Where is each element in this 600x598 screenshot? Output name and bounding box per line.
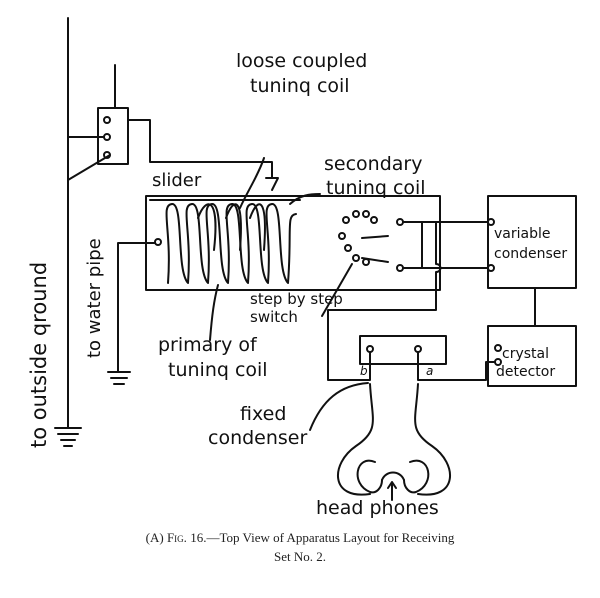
label-head-phones: head phones <box>316 497 439 519</box>
head-phones-arrow <box>387 481 397 501</box>
wire-to-fixed-condenser <box>327 295 437 381</box>
switch-to-tuner-wire <box>127 119 273 179</box>
step-switch-leader <box>321 263 353 317</box>
switch-to-water-pipe-jumper <box>67 154 111 181</box>
label-condenser-variable: condenser <box>494 246 567 262</box>
leader-loose-coupled <box>239 157 265 209</box>
leader-fixed-condenser <box>309 382 369 431</box>
label-to-water-pipe: to water pipe <box>84 238 105 358</box>
label-fixed: fixed <box>240 403 286 425</box>
water-pipe-ground-symbol <box>107 371 131 385</box>
secondary-coil-winding <box>197 203 266 251</box>
head-phone-band <box>381 471 405 481</box>
variable-condenser-terminal-2 <box>487 264 495 272</box>
label-condenser-fixed: condenser <box>208 427 307 449</box>
label-tuning-coil-primary: tuninq coil <box>168 359 268 381</box>
tuner-terminal-left <box>154 238 162 246</box>
crystal-detector-box <box>487 325 577 387</box>
leader-primary <box>209 284 219 341</box>
label-terminal-a: a <box>426 364 433 378</box>
figure-caption-line-2: Set No. 2. <box>0 549 600 565</box>
step-switch-contacts <box>338 210 378 266</box>
tuning-coil-box <box>145 195 441 291</box>
fixed-condenser-terminal-b <box>366 345 374 353</box>
label-detector: detector <box>496 364 555 380</box>
fixed-condenser-box <box>359 335 447 365</box>
step-switch-arm <box>361 235 389 263</box>
variable-condenser-box <box>487 195 577 289</box>
head-phone-earpiece-left <box>356 459 383 494</box>
outside-ground-symbol <box>54 427 82 447</box>
label-slider: slider <box>152 170 202 191</box>
switch-terminal-1 <box>103 116 111 124</box>
label-loose-coupled: loose coupled <box>236 50 367 72</box>
primary-coil-winding <box>165 203 297 284</box>
label-tuning-coil-secondary: tuninq coil <box>326 177 426 199</box>
caption-line-2: Set No. 2. <box>274 549 326 564</box>
detector-terminal-top <box>494 344 502 352</box>
wire-a-to-detector <box>417 351 496 381</box>
label-switch: switch <box>250 308 298 326</box>
figure-caption: (A) Fig. 16.—Top View of Apparatus Layou… <box>0 530 600 546</box>
caption-fig: Fig. <box>166 530 187 545</box>
label-to-outside-ground: to outside qround <box>27 262 51 448</box>
label-primary-of: primary of <box>158 334 258 356</box>
head-phone-earpiece-right <box>403 459 430 494</box>
wire-vertical-right <box>435 221 442 297</box>
head-phone-cords <box>336 383 452 496</box>
leader-secondary-coil <box>289 193 321 205</box>
caption-line-1: 16.—Top View of Apparatus Layout for Rec… <box>190 530 455 545</box>
label-crystal: crystal <box>502 346 549 362</box>
label-terminal-b: b <box>360 364 368 378</box>
caption-prefix: (A) <box>145 530 164 545</box>
label-step-by-step: step by step <box>250 290 343 308</box>
label-secondary: secondary <box>324 153 422 175</box>
label-tuning-coil-top: tuninq coil <box>250 75 350 97</box>
variable-condenser-terminal-1 <box>487 218 495 226</box>
slider-contact <box>265 177 279 191</box>
label-variable: variable <box>494 226 550 242</box>
water-pipe-wire <box>117 242 156 373</box>
